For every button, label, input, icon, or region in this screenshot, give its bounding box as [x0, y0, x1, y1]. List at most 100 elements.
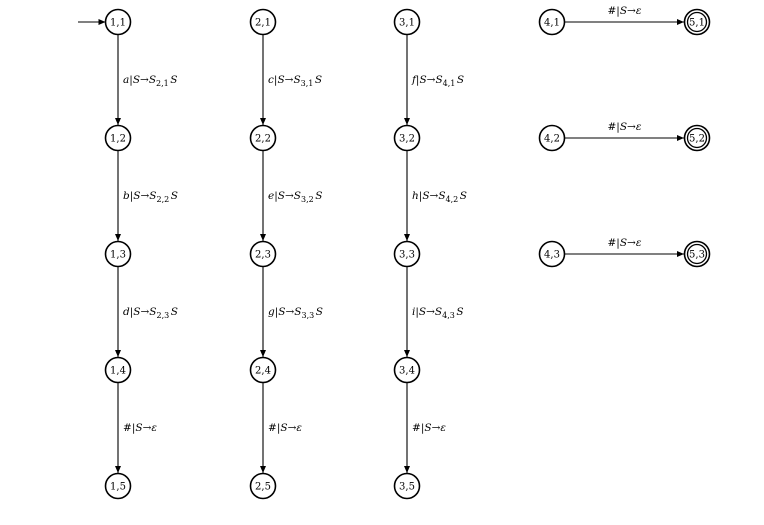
- transition-symbol: g: [268, 306, 275, 318]
- state-circle: [249, 124, 277, 152]
- rule-rhs-symbol: S: [149, 74, 156, 86]
- rule-rhs-subscript: 2,3: [157, 311, 170, 320]
- rule-lhs: S: [620, 5, 627, 17]
- transition-symbol: #: [412, 422, 421, 434]
- separator: |: [616, 237, 620, 250]
- state-node: 2,3: [249, 240, 277, 268]
- separator: |: [616, 5, 620, 18]
- state-node: 1,1: [104, 8, 132, 36]
- state-circle: [538, 240, 566, 268]
- state-node: 5,3: [683, 240, 711, 268]
- rule-rhs-subscript: 2,2: [157, 195, 170, 204]
- rule-arrow: →: [627, 237, 636, 249]
- rule-lhs: S: [135, 422, 142, 434]
- state-label: 1,1: [110, 18, 126, 29]
- state-label: 4,1: [544, 18, 560, 29]
- transition-symbol: #: [268, 422, 277, 434]
- rule-rhs-symbol: S: [435, 74, 442, 86]
- rule-rhs-symbol: S: [294, 306, 301, 318]
- rule-rhs-symbol: S: [171, 190, 178, 202]
- state-circle: [393, 472, 421, 500]
- rule-arrow: →: [143, 422, 152, 434]
- transition-label: #|S→ε: [412, 422, 446, 435]
- rule-rhs-subscript: 2,1: [156, 79, 169, 88]
- rule-lhs: S: [278, 306, 285, 318]
- rule-lhs: S: [278, 190, 285, 202]
- state-label: 3,5: [399, 482, 415, 493]
- state-node: 5,1: [683, 8, 711, 36]
- transition-label: #|S→ε: [123, 422, 157, 435]
- state-node: 1,3: [104, 240, 132, 268]
- separator: |: [416, 74, 420, 87]
- rule-lhs: S: [419, 306, 426, 318]
- transition-symbol: h: [412, 190, 419, 202]
- state-node: 5,2: [683, 124, 711, 152]
- separator: |: [130, 306, 134, 319]
- state-circle: [538, 124, 566, 152]
- rule-rhs-symbol: S: [171, 306, 178, 318]
- rule-rhs-symbol: S: [149, 306, 156, 318]
- state-node: 4,2: [538, 124, 566, 152]
- rule-lhs: S: [133, 74, 140, 86]
- rule-rhs-subscript: 4,1: [443, 79, 456, 88]
- separator: |: [275, 306, 279, 319]
- state-label: 2,5: [255, 482, 271, 493]
- separator: |: [130, 190, 134, 203]
- rule-rhs-symbol: S: [149, 190, 156, 202]
- rule-rhs-subscript: 3,3: [302, 311, 315, 320]
- rule-lhs: S: [422, 190, 429, 202]
- transition-symbol: i: [412, 306, 415, 318]
- transition-label: #|S→ε: [268, 422, 302, 435]
- state-node: 3,4: [393, 356, 421, 384]
- rule-lhs: S: [133, 190, 140, 202]
- state-label: 3,4: [399, 366, 415, 377]
- rule-rhs-subscript: 4,3: [442, 311, 455, 320]
- state-label: 2,1: [255, 18, 271, 29]
- accepting-state-circle: [683, 8, 711, 36]
- separator: |: [277, 422, 281, 435]
- state-label: 1,5: [110, 482, 126, 493]
- state-label: 1,2: [110, 134, 126, 145]
- transition: #|S→ε: [564, 5, 684, 25]
- transition: #|S→ε: [115, 382, 157, 473]
- rule-rhs-symbol: S: [315, 74, 322, 86]
- rule-lhs: S: [280, 422, 287, 434]
- transition-label: #|S→ε: [607, 237, 641, 250]
- state-circle: [393, 124, 421, 152]
- state-circle: [538, 8, 566, 36]
- rule-rhs: ε: [636, 5, 642, 17]
- transition-label: #|S→ε: [607, 5, 641, 18]
- state-label: 3,1: [399, 18, 415, 29]
- state-node: 1,4: [104, 356, 132, 384]
- state-label: 4,3: [544, 250, 560, 261]
- rule-rhs-symbol: S: [315, 190, 322, 202]
- rule-lhs: S: [133, 306, 140, 318]
- rule-lhs: S: [620, 237, 627, 249]
- states-layer: 1,11,21,31,41,52,12,22,32,42,53,13,23,33…: [104, 8, 711, 500]
- rule-arrow: →: [430, 190, 439, 202]
- rule-arrow: →: [432, 422, 441, 434]
- accepting-inner-ring: [686, 243, 708, 265]
- rule-rhs-subscript: 3,2: [301, 195, 314, 204]
- transition: #|S→ε: [564, 121, 684, 141]
- state-circle: [104, 124, 132, 152]
- state-circle: [104, 8, 132, 36]
- separator: |: [421, 422, 425, 435]
- rule-arrow: →: [285, 74, 294, 86]
- state-circle: [249, 240, 277, 268]
- state-node: 3,3: [393, 240, 421, 268]
- state-node: 3,5: [393, 472, 421, 500]
- transition: #|S→ε: [260, 382, 302, 473]
